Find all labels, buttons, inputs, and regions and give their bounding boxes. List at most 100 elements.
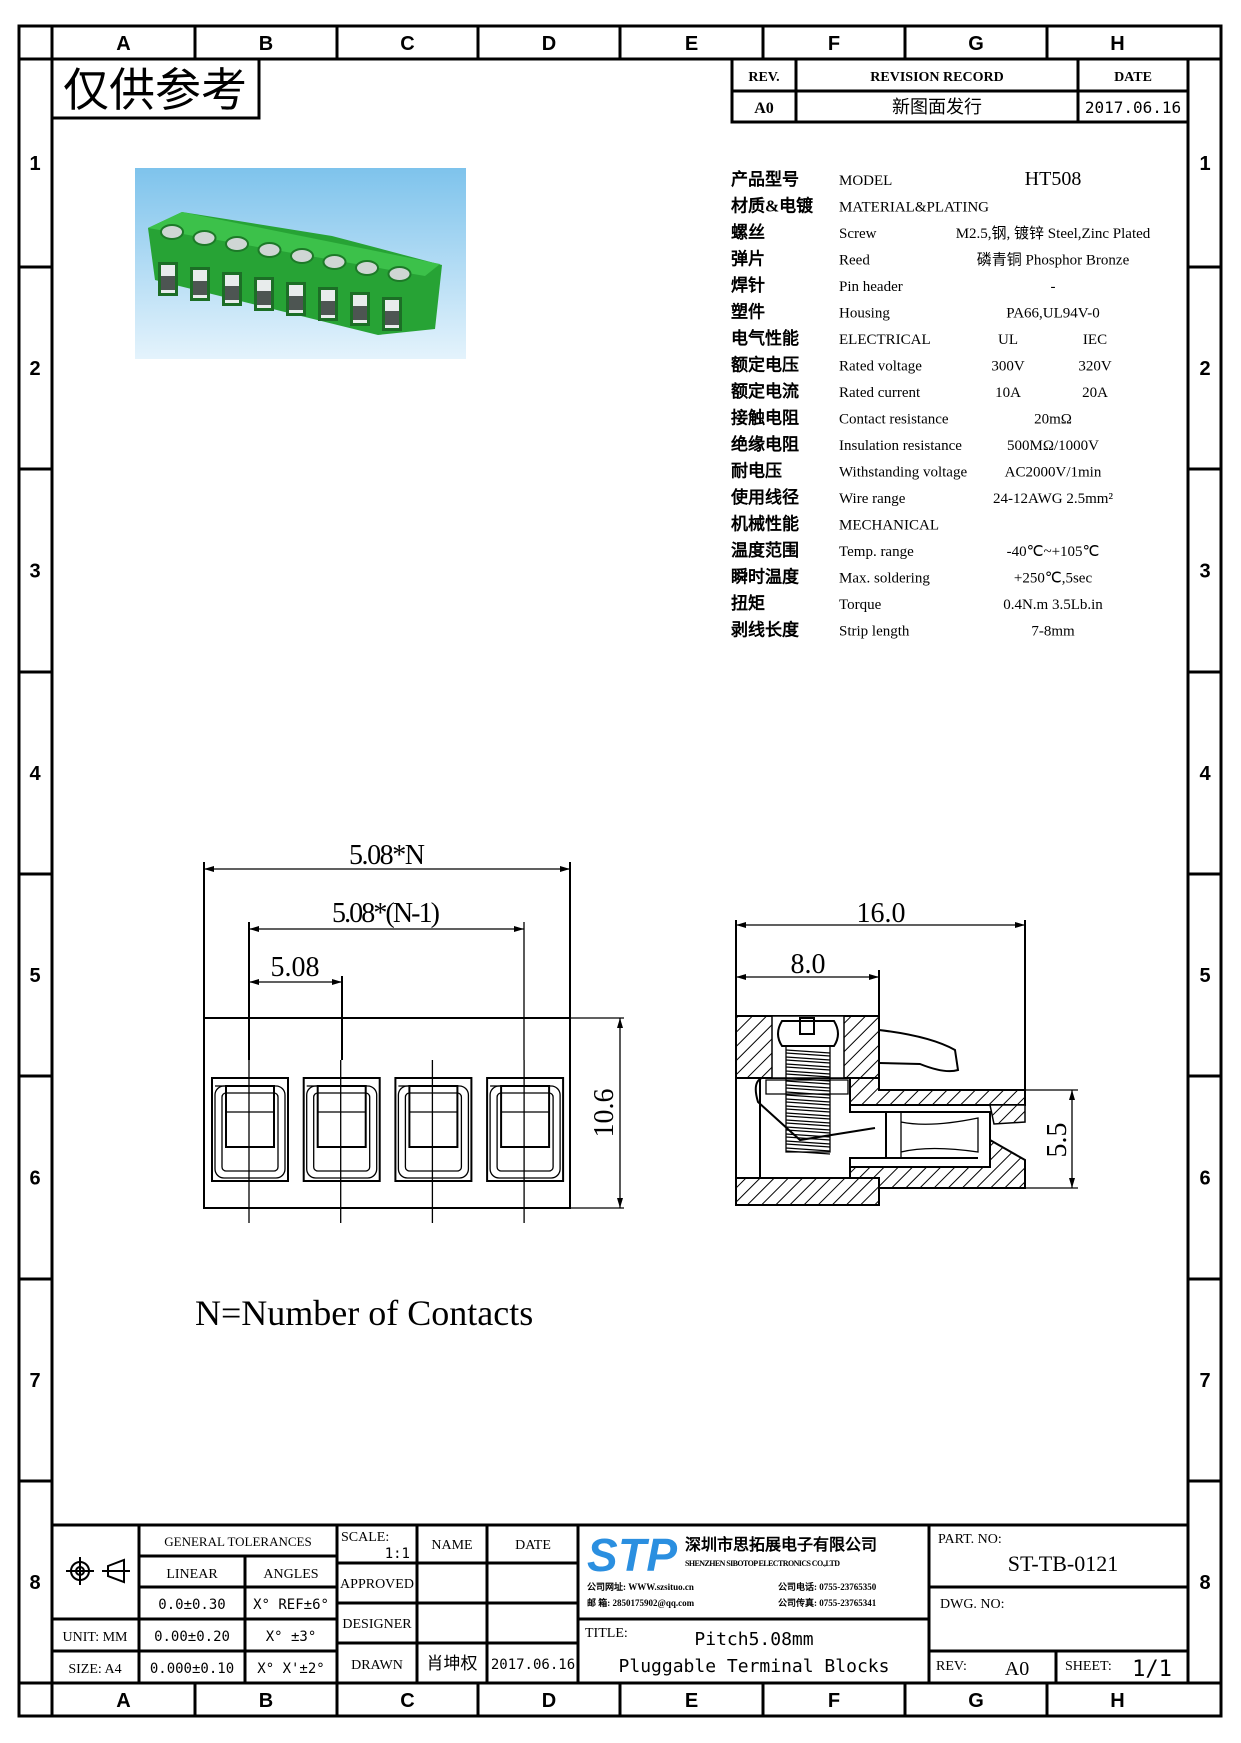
spec-value: 磷青铜 Phosphor Bronze bbox=[977, 252, 1130, 269]
spec-label-cn: 瞬时温度 bbox=[731, 567, 800, 587]
grid-row-label-left: 6 bbox=[29, 1168, 40, 1190]
spec-label-cn: 耐电压 bbox=[731, 461, 782, 481]
revision-record-header: REVISION RECORD bbox=[870, 70, 1003, 85]
spec-value: HT508 bbox=[1025, 168, 1082, 190]
spec-value-ul: 300V bbox=[991, 359, 1025, 375]
grid-row-label-left: 7 bbox=[29, 1370, 40, 1392]
revision-record-value: 新图面发行 bbox=[892, 97, 982, 117]
spec-value: - bbox=[1051, 279, 1056, 295]
spec-label-en: MECHANICAL bbox=[839, 518, 939, 534]
grid-column-label-top: E bbox=[685, 33, 698, 55]
grid-column-label-top: D bbox=[542, 33, 556, 55]
spec-label-cn: 额定电流 bbox=[731, 381, 799, 401]
part-no-value: ST-TB-0121 bbox=[1008, 1551, 1118, 1576]
grid-row-label-right: 6 bbox=[1199, 1168, 1210, 1190]
spec-label-cn: 温度范围 bbox=[731, 540, 799, 560]
angles-header: ANGLES bbox=[263, 1567, 318, 1582]
grid-row-label-left: 3 bbox=[29, 561, 40, 583]
contact-slot bbox=[302, 1060, 381, 1223]
spec-value: 24-12AWG 2.5mm² bbox=[993, 491, 1113, 507]
sheet-label: SHEET: bbox=[1065, 1659, 1112, 1674]
drawn-name: 肖坤权 bbox=[427, 1654, 478, 1673]
spec-label-cn: 焊针 bbox=[731, 275, 765, 295]
company-name-cn: 深圳市思拓展电子有限公司 bbox=[685, 1535, 877, 1554]
spec-label-en: Housing bbox=[839, 306, 890, 322]
grid-row-label-left: 4 bbox=[29, 763, 41, 785]
spec-label-cn: 额定电压 bbox=[731, 355, 799, 375]
spec-row: 弹片 Reed 磷青铜 Phosphor Bronze bbox=[731, 249, 1130, 269]
pitch-label: 5.08 bbox=[271, 952, 320, 983]
dwg-no-label: DWG. NO: bbox=[940, 1597, 1005, 1612]
contact-slot bbox=[486, 1060, 565, 1223]
grid-column-label-bottom: G bbox=[968, 1690, 984, 1712]
grid-row-label-right: 8 bbox=[1199, 1572, 1210, 1594]
spec-value: 500MΩ/1000V bbox=[1007, 438, 1099, 454]
length-label: 16.0 bbox=[857, 898, 906, 929]
spec-value: -40℃~+105℃ bbox=[1007, 544, 1100, 560]
grid-column-label-top: A bbox=[116, 33, 130, 55]
grid-row-label-right: 2 bbox=[1199, 358, 1210, 380]
company-phone: 公司电话: 0755-23765350 bbox=[778, 1581, 877, 1592]
company-fax: 公司传真: 0755-23765341 bbox=[778, 1597, 877, 1608]
sheet-value: 1/1 bbox=[1132, 1657, 1172, 1682]
screw-head bbox=[192, 230, 217, 246]
title-line-1: Pitch5.08mm bbox=[694, 1629, 813, 1650]
spec-value: PA66,UL94V-0 bbox=[1006, 306, 1100, 322]
screw-head bbox=[225, 236, 249, 252]
grid-column-label-bottom: E bbox=[685, 1690, 698, 1712]
grid-column-label-bottom: F bbox=[828, 1690, 840, 1712]
spec-value-iec: IEC bbox=[1083, 332, 1107, 348]
spec-label-en: Pin header bbox=[839, 279, 903, 295]
linear-header: LINEAR bbox=[166, 1567, 218, 1582]
company-name-en: SHENZHEN SIBOTOP ELECTRONICS CO.,LTD bbox=[685, 1559, 840, 1568]
grid-column-label-top: F bbox=[828, 33, 840, 55]
height-label: 10.6 bbox=[589, 1089, 620, 1138]
company-logo: STP bbox=[587, 1529, 677, 1581]
tol-angle-2: X° ±3° bbox=[266, 1629, 317, 1645]
designer-label: DESIGNER bbox=[342, 1617, 412, 1632]
contact-slot bbox=[211, 1060, 289, 1223]
title-label: TITLE: bbox=[585, 1626, 628, 1641]
spec-label-cn: 产品型号 bbox=[731, 169, 799, 189]
projection-symbol-icon bbox=[66, 1557, 130, 1585]
revision-table: REV. REVISION RECORD DATE A0 新图面发行 2017.… bbox=[730, 57, 1190, 124]
spec-value: 20mΩ bbox=[1034, 412, 1072, 428]
pitch-span-label: 5.08*(N-1) bbox=[332, 898, 440, 929]
tol-angle-1: X° REF±6° bbox=[253, 1597, 329, 1613]
unit-label: UNIT: MM bbox=[62, 1630, 128, 1645]
spec-label-en: Contact resistance bbox=[839, 412, 949, 428]
grid-row-label-right: 4 bbox=[1199, 763, 1211, 785]
spec-label-cn: 机械性能 bbox=[731, 514, 799, 534]
total-width-label: 5.08*N bbox=[349, 840, 425, 871]
grid-column-label-bottom: B bbox=[259, 1690, 273, 1712]
spec-label-en: Wire range bbox=[839, 491, 906, 507]
spec-label-cn: 电气性能 bbox=[731, 328, 799, 348]
side-height-label: 5.5 bbox=[1042, 1123, 1073, 1158]
spec-label-en: Withstanding voltage bbox=[839, 465, 967, 481]
general-tolerances-header: GENERAL TOLERANCES bbox=[164, 1534, 311, 1549]
spec-label-cn: 扭矩 bbox=[731, 593, 765, 613]
approved-label: APPROVED bbox=[340, 1577, 414, 1592]
scale-label: SCALE: bbox=[341, 1530, 389, 1545]
spec-value-ul: UL bbox=[998, 332, 1018, 348]
spec-value-iec: 20A bbox=[1082, 385, 1108, 401]
grid-column-label-top: G bbox=[968, 33, 984, 55]
screw-head bbox=[160, 224, 184, 240]
grid-row-label-left: 2 bbox=[29, 358, 40, 380]
spec-label-cn: 绝缘电阻 bbox=[731, 434, 799, 454]
spec-label-en: Rated current bbox=[839, 385, 921, 401]
screw-head bbox=[257, 242, 282, 258]
grid-column-label-bottom: H bbox=[1110, 1690, 1124, 1712]
spec-label-en: Reed bbox=[839, 253, 870, 269]
spec-value: +250℃,5sec bbox=[1014, 571, 1093, 587]
spec-label-en: Torque bbox=[839, 597, 882, 613]
spec-label-en: Temp. range bbox=[839, 544, 914, 560]
spec-label-cn: 弹片 bbox=[731, 249, 765, 269]
grid-row-label-right: 7 bbox=[1199, 1370, 1210, 1392]
spec-label-cn: 剥线长度 bbox=[731, 620, 800, 640]
